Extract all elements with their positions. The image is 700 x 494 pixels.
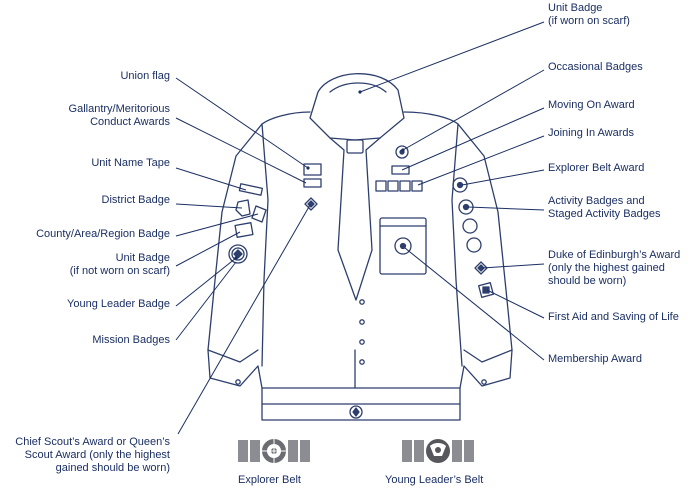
joining-in-awards xyxy=(411,180,423,192)
label-union-flag: Union flag xyxy=(120,70,170,82)
label-young-leader-badge: Young Leader Badge xyxy=(67,298,170,310)
label-unit-name-tape: Unit Name Tape xyxy=(91,157,170,169)
district-badge xyxy=(235,199,251,217)
county-badge xyxy=(251,205,267,223)
caption-young-leader-belt: Young Leader’s Belt xyxy=(385,474,484,486)
unit-name-tape xyxy=(238,183,264,196)
pocket xyxy=(379,217,427,275)
label-membership-award: Membership Award xyxy=(548,353,642,365)
label-county-badge: County/Area/Region Badge xyxy=(36,228,170,240)
gallantry-badge xyxy=(303,178,322,188)
caption-explorer-belt: Explorer Belt xyxy=(238,474,301,486)
young-leader-belt-icon xyxy=(402,439,474,463)
label-moving-on-award: Moving On Award xyxy=(548,99,635,111)
label-unit-badge-arm: Unit Badge (if not worn on scarf) xyxy=(69,252,170,277)
label-chief-scout-award: Chief Scout’s Award or Queen’s Scout Awa… xyxy=(15,436,170,474)
occasional-badge xyxy=(395,145,409,159)
label-joining-in-awards: Joining In Awards xyxy=(548,127,635,139)
label-duke-of-edinburgh: Duke of Edinburgh’s Award (only the high… xyxy=(548,249,681,287)
shirt-body xyxy=(207,111,513,421)
explorer-belt-award-badge xyxy=(452,177,468,193)
label-unit-badge-scarf: Unit Badge (if worn on scarf) xyxy=(548,2,630,27)
leader-lines xyxy=(175,21,545,435)
woggle xyxy=(346,139,364,154)
moving-on-award xyxy=(391,165,410,175)
scarf xyxy=(329,137,381,301)
union-flag-badge xyxy=(303,163,322,176)
first-aid-badge xyxy=(478,282,494,298)
label-activity-badges: Activity Badges and Staged Activity Badg… xyxy=(548,195,661,220)
label-explorer-belt-award: Explorer Belt Award xyxy=(548,162,645,174)
membership-award-badge xyxy=(394,237,412,255)
explorer-belt-icon xyxy=(238,439,310,463)
belt-buckle xyxy=(349,405,363,419)
duke-award-badge xyxy=(474,261,488,275)
label-first-aid: First Aid and Saving of Life xyxy=(548,311,679,323)
label-mission-badges: Mission Badges xyxy=(92,334,170,346)
unit-badge-arm xyxy=(228,244,248,264)
label-district-badge: District Badge xyxy=(101,194,170,206)
label-gallantry: Gallantry/Meritorious Conduct Awards xyxy=(68,103,170,128)
label-occasional-badges: Occasional Badges xyxy=(548,61,643,73)
chief-scout-award xyxy=(304,197,318,211)
